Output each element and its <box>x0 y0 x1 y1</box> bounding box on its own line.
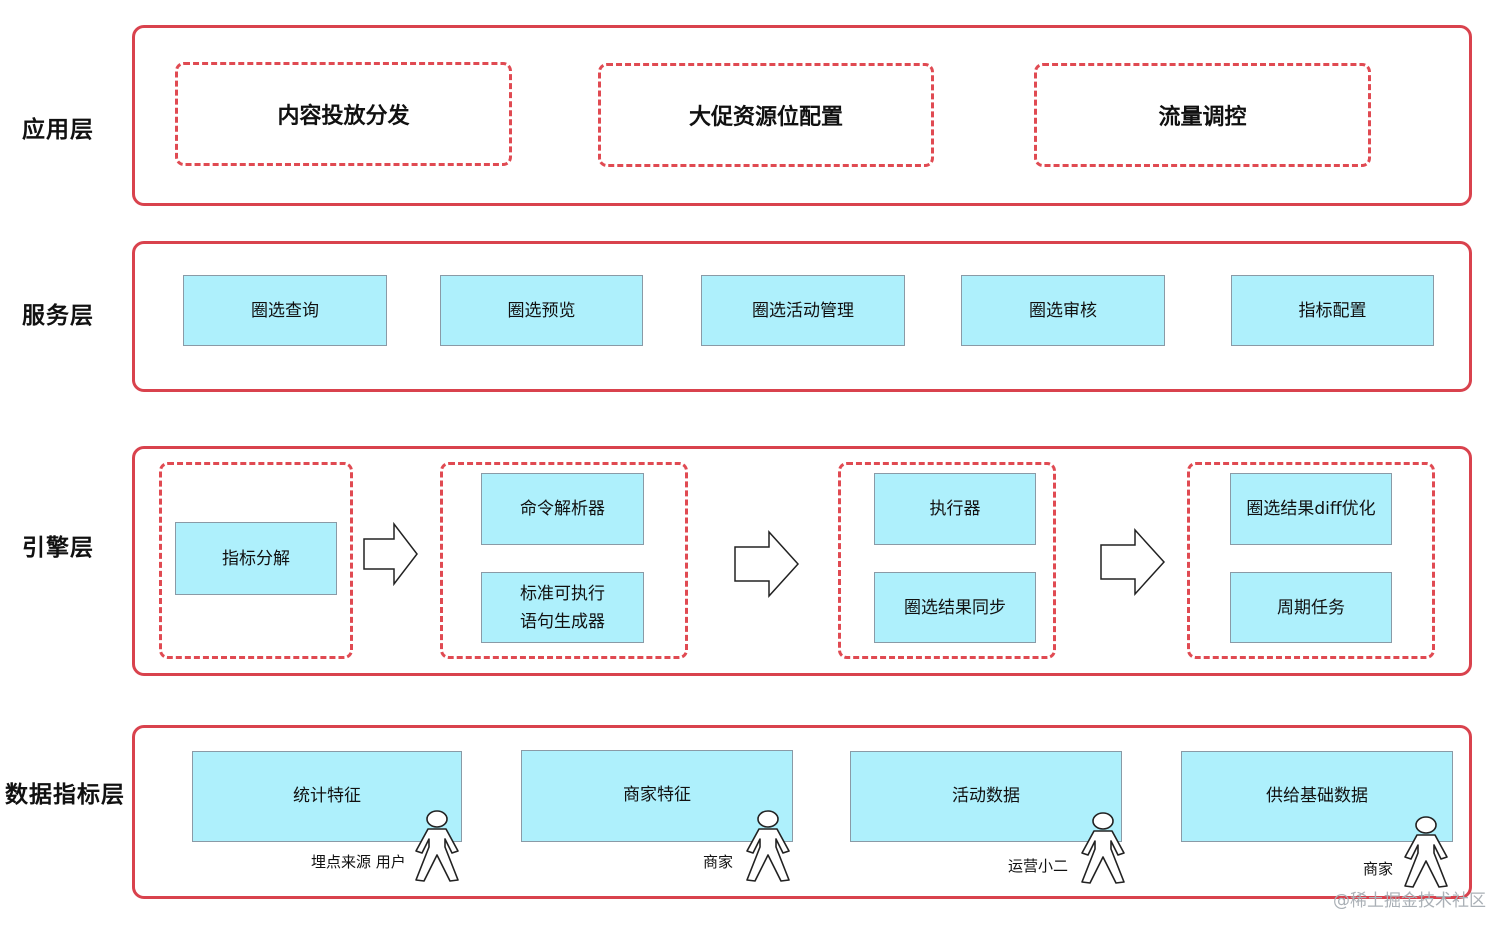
engine-item-label: 周期任务 <box>1277 597 1345 618</box>
right-arrow-icon <box>363 522 418 586</box>
engine-group <box>440 462 688 659</box>
data-item-label: 供给基础数据 <box>1266 786 1368 806</box>
watermark: @稀土掘金技术社区 <box>1333 891 1486 911</box>
actor-label: 埋点来源 用户 <box>311 853 406 871</box>
service-item-box: 圈选查询 <box>183 275 387 346</box>
data-item-label: 商家特征 <box>623 785 691 805</box>
engine-item-box: 执行器 <box>874 473 1036 545</box>
service-item-box: 圈选审核 <box>961 275 1165 346</box>
data-item-label: 统计特征 <box>293 786 361 806</box>
service-item-box: 指标配置 <box>1231 275 1434 346</box>
layer-label-application: 应用层 <box>22 117 94 143</box>
engine-item-box: 标准可执行 语句生成器 <box>481 572 644 643</box>
layer-label-service: 服务层 <box>22 303 94 329</box>
actor-label: 商家 <box>703 853 734 871</box>
data-item-box: 活动数据 <box>850 751 1122 842</box>
data-item-box: 统计特征 <box>192 751 462 842</box>
data-item-box: 供给基础数据 <box>1181 751 1453 842</box>
engine-item-label: 命令解析器 <box>520 499 605 519</box>
app-item-label: 大促资源位配置 <box>688 105 843 130</box>
app-item-box: 流量调控 <box>1034 63 1371 167</box>
app-item-box: 大促资源位配置 <box>598 63 934 167</box>
engine-group <box>838 462 1056 659</box>
engine-item-label: 执行器 <box>929 499 981 519</box>
actor-label: 运营小二 <box>1008 857 1069 875</box>
engine-item-box: 圈选结果diff优化 <box>1230 473 1392 545</box>
stick-figure-icon <box>415 810 459 882</box>
service-item-box: 圈选活动管理 <box>701 275 905 346</box>
service-item-label: 圈选预览 <box>507 300 576 321</box>
engine-group <box>1187 462 1435 659</box>
engine-item-box: 周期任务 <box>1230 572 1392 643</box>
service-item-label: 圈选活动管理 <box>752 300 854 321</box>
engine-item-label: 圈选结果diff优化 <box>1246 499 1376 519</box>
data-item-box: 商家特征 <box>521 750 793 842</box>
data-item-label: 活动数据 <box>952 786 1020 806</box>
service-item-label: 圈选查询 <box>251 300 319 321</box>
engine-group <box>159 462 353 659</box>
right-arrow-icon <box>734 530 800 598</box>
engine-item-box: 指标分解 <box>175 522 337 595</box>
stick-figure-icon <box>1081 812 1125 884</box>
engine-item-box: 命令解析器 <box>481 473 644 545</box>
engine-item-label: 圈选结果同步 <box>904 597 1006 618</box>
engine-layer-frame <box>132 446 1472 676</box>
right-arrow-icon <box>1100 528 1166 596</box>
engine-item-label: 指标分解 <box>222 548 290 569</box>
stick-figure-icon <box>1404 816 1448 888</box>
stick-figure-icon <box>746 810 790 882</box>
layer-label-engine: 引擎层 <box>22 535 94 561</box>
engine-item-box: 圈选结果同步 <box>874 572 1036 643</box>
service-item-label: 圈选审核 <box>1029 300 1097 321</box>
app-item-label: 内容投放分发 <box>277 104 410 129</box>
application-layer-frame <box>132 25 1472 206</box>
app-item-label: 流量调控 <box>1158 105 1247 130</box>
service-layer-frame <box>132 241 1472 392</box>
data-layer-frame <box>132 725 1472 899</box>
app-item-box: 内容投放分发 <box>175 62 512 166</box>
service-item-label: 指标配置 <box>1298 300 1367 321</box>
engine-item-label: 标准可执行 语句生成器 <box>520 583 605 632</box>
service-item-box: 圈选预览 <box>440 275 643 346</box>
actor-label: 商家 <box>1363 860 1394 878</box>
layer-label-data: 数据指标层 <box>5 782 125 808</box>
